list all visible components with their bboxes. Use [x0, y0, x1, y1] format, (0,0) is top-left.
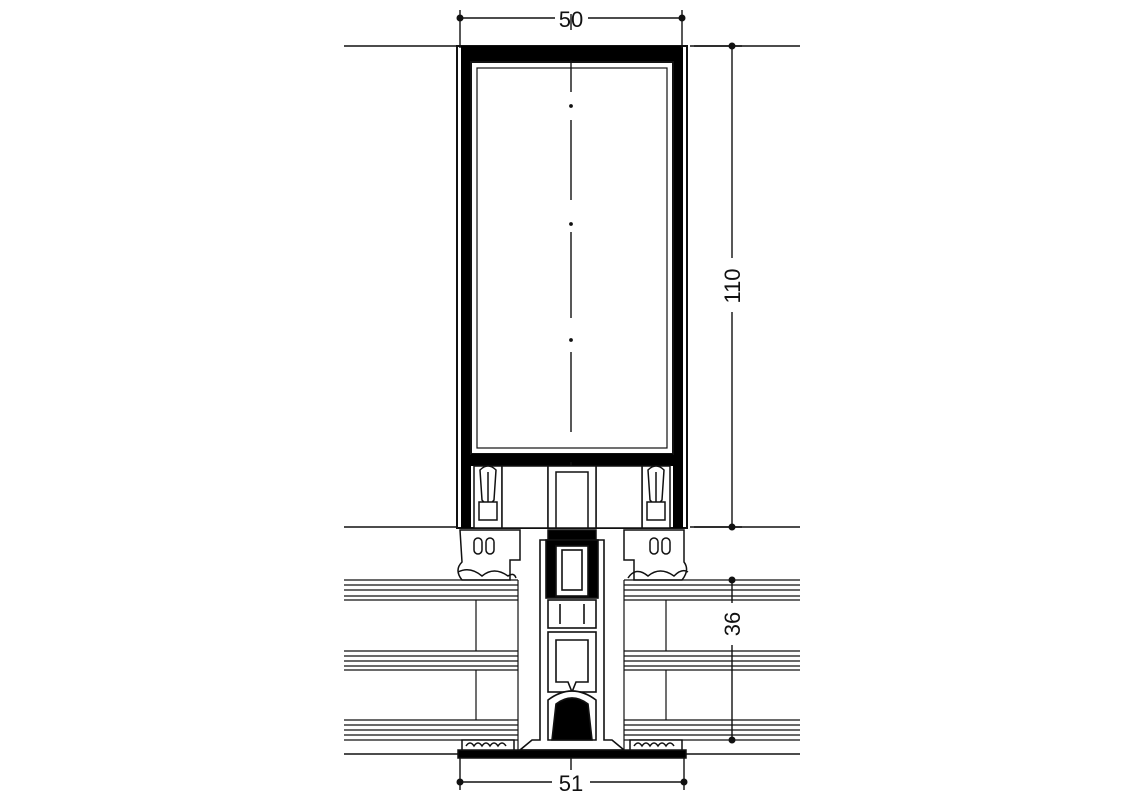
dimension-label-top-width: 50 — [559, 7, 583, 32]
dimension-height: 110 — [694, 42, 745, 531]
dimension-glazing-thickness: 36 — [720, 576, 745, 744]
dimension-top-width: 50 — [456, 7, 686, 48]
pressure-plate — [344, 739, 800, 759]
dimension-label-bottom-width: 51 — [559, 771, 583, 796]
screw-channels — [473, 465, 671, 541]
thermal-stem — [517, 539, 627, 751]
dimension-label-glazing-thickness: 36 — [720, 612, 745, 636]
glazing-clips — [457, 529, 689, 581]
mullion-profile — [456, 45, 688, 529]
glass-pane-left — [344, 579, 519, 750]
dimension-bottom-width: 51 — [456, 758, 688, 796]
glass-pane-right — [623, 579, 800, 750]
dimension-label-height: 110 — [720, 268, 745, 303]
